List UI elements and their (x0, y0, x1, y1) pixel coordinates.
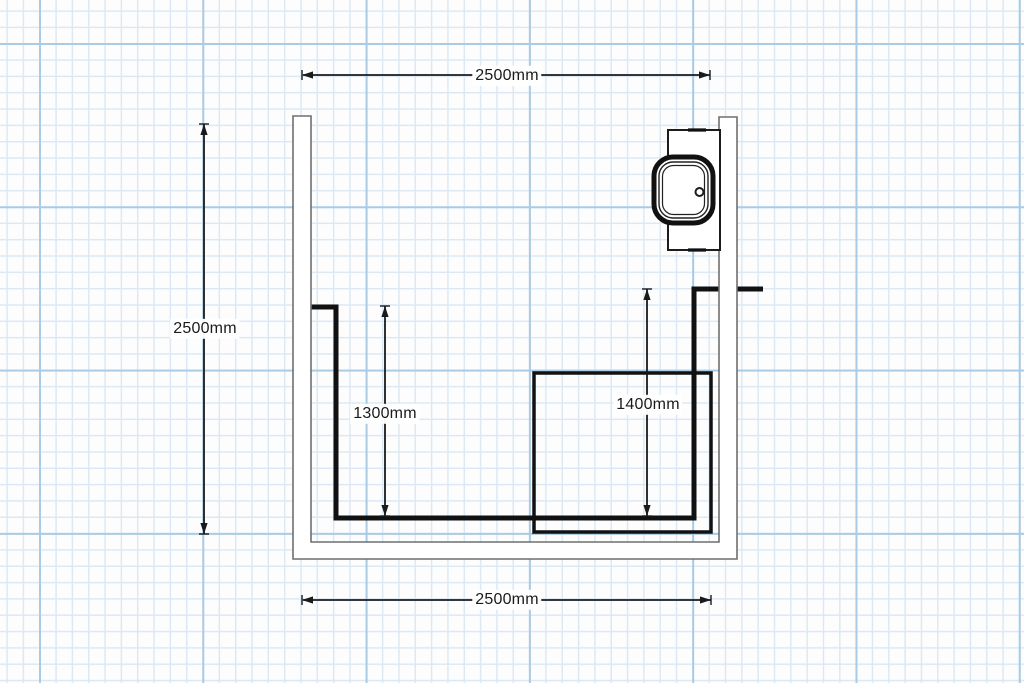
toilet-fixture[interactable] (651, 128, 721, 252)
room-walls[interactable] (292, 115, 738, 560)
dimension-label-room-width-bottom[interactable]: 2500mm (472, 589, 542, 611)
toilet-flush-button (694, 187, 705, 197)
dimension-label-room-width-top[interactable]: 2500mm (472, 65, 542, 87)
dimension-label-enclosure-depth[interactable]: 1300mm (350, 403, 420, 425)
dimension-label-tray-depth[interactable]: 1400mm (613, 394, 683, 416)
shower-screen-outline[interactable] (311, 286, 763, 521)
toilet-bowl-outer (651, 154, 716, 226)
dimension-label-room-height-left[interactable]: 2500mm (170, 318, 240, 340)
shower-tray[interactable] (532, 371, 713, 534)
toilet-bowl-inner-ring (661, 164, 706, 216)
toilet-bowl-ring (658, 161, 709, 219)
